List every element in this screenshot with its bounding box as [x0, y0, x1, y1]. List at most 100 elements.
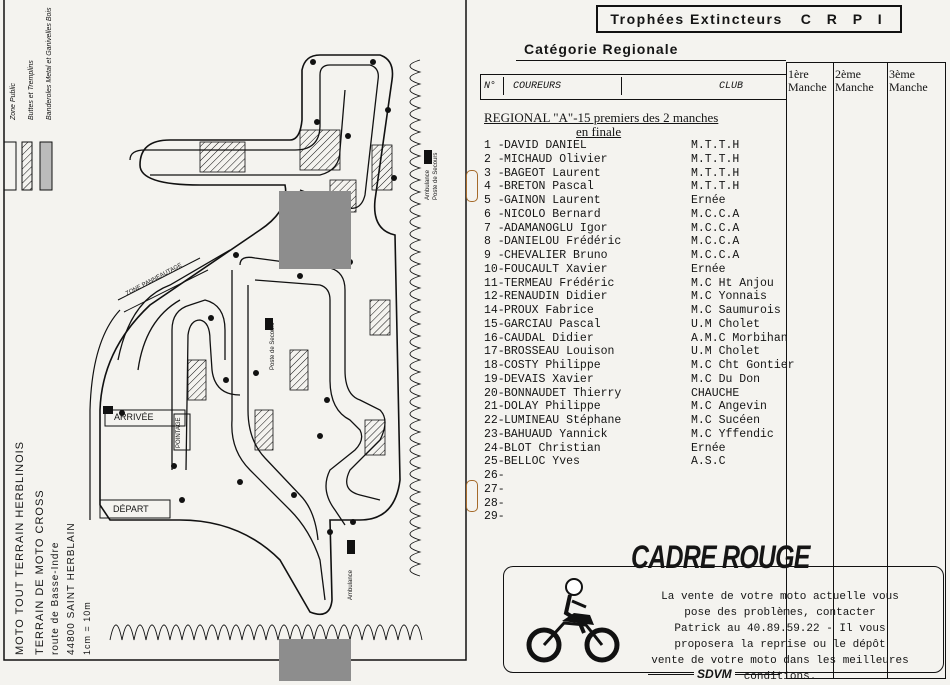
rider-name: CAUDAL Didier — [504, 331, 594, 345]
rider-club: M.T.T.H — [691, 139, 740, 152]
rider-name: DANIELOU Frédéric — [504, 235, 622, 249]
label-poste-secours-2: Poste de Secours — [433, 152, 439, 200]
rider-position: 16- — [484, 331, 505, 345]
motorbike-icon — [526, 578, 620, 663]
rider-name: TERMEAU Frédéric — [504, 276, 615, 290]
rider-row: 6 -NICOLO Bernard M.C.C.A — [484, 208, 804, 222]
rider-row: 20-BONNAUDET Thierry CHAUCHE — [484, 387, 804, 401]
rounds-grid: 1ère Manche 2ème Manche 3ème Manche — [786, 62, 946, 679]
rider-name: GARCIAU Pascal — [504, 317, 601, 331]
rider-name: BAHUAUD Yannick — [504, 427, 608, 441]
rider-name: ADAMANOGLU Igor — [504, 221, 608, 235]
rider-position: 22- — [484, 414, 505, 427]
rider-name: BROSSEAU Louison — [504, 345, 615, 359]
rider-position: 23- — [484, 427, 505, 441]
map-title-terrain: TERRAIN DE MOTO CROSS — [34, 489, 46, 655]
rider-row: 27- — [484, 483, 804, 497]
ad-body: La vente de votre moto actuelle vous pos… — [640, 589, 920, 685]
trophy-title: Trophées Extincteurs C R P I — [596, 5, 902, 33]
rider-name: DOLAY Philippe — [504, 400, 601, 414]
rider-name: NICOLO Bernard — [504, 207, 601, 221]
rider-row: 4 -BRETON Pascal M.T.T.H — [484, 180, 804, 194]
rider-club: M.C.C.A — [691, 221, 740, 235]
rider-position: 28- — [484, 496, 505, 510]
rider-position: 29- — [484, 510, 505, 524]
legend-zone-public: Zone Public — [10, 83, 17, 120]
rider-position: 7 - — [484, 221, 505, 235]
rider-row: 8 -DANIELOU Frédéric M.C.C.A — [484, 235, 804, 249]
rider-club: M.C Yonnais — [691, 290, 767, 304]
label-ambulance-2: Ambulance — [348, 569, 354, 600]
rider-position: 8 - — [484, 235, 505, 249]
rider-club: M.C Ht Anjou — [691, 276, 774, 290]
rider-name: BAGEOT Laurent — [504, 166, 601, 180]
rider-name: FOUCAULT Xavier — [504, 262, 608, 276]
round-2-header: 2ème Manche — [835, 67, 874, 94]
ad-line: proposera la reprise ou le dépôt — [674, 639, 886, 651]
section-line-1: REGIONAL "A"-15 premiers des 2 manches — [484, 110, 719, 125]
rider-row: 29- — [484, 510, 804, 524]
rider-position: 25- — [484, 455, 505, 469]
legend-buttes: Buttes et Tremplins — [28, 60, 35, 120]
rider-name: LUMINEAU Stéphane — [504, 414, 622, 427]
ad-title: CADRE ROUGE — [631, 539, 810, 575]
rider-name: BELLOC Yves — [504, 455, 580, 469]
rider-position: 27- — [484, 482, 505, 496]
rider-position: 11- — [484, 276, 505, 290]
round-1-header: 1ère Manche — [788, 67, 827, 94]
col-num: N° — [484, 81, 497, 92]
ad-line: vente de votre moto dans les meilleures — [651, 655, 909, 667]
rider-position: 4 - — [484, 180, 505, 194]
ad-signature: SDVM — [694, 667, 735, 681]
rider-club: CHAUCHE — [691, 386, 740, 400]
rider-club: M.C Cht Gontier — [691, 359, 795, 372]
rider-name: RENAUDIN Didier — [504, 290, 608, 304]
rider-club: M.C Saumurois — [691, 304, 781, 317]
rider-name: BLOT Christian — [504, 441, 601, 455]
rider-position: 3 - — [484, 166, 505, 180]
staple-mark — [466, 480, 478, 512]
rider-club: Ernée — [691, 194, 726, 207]
label-ambulance: Ambulance — [425, 169, 431, 200]
legend-banderoles: Banderoles Metal et Ganivelles Bois — [46, 7, 53, 120]
rider-name: BONNAUDET Thierry — [504, 386, 622, 400]
rider-name: GAINON Laurent — [504, 194, 601, 207]
rider-row: 5 -GAINON Laurent Ernée — [484, 194, 804, 208]
category-title: Catégorie Regionale — [524, 41, 679, 57]
ad-line: conditions. — [743, 671, 817, 683]
rider-row: 26- — [484, 469, 804, 483]
rider-position: 15- — [484, 317, 505, 331]
rider-position: 12- — [484, 290, 505, 304]
rider-position: 6 - — [484, 207, 505, 221]
ad-line: Patrick au 40.89.59.22 - Il vous — [674, 623, 886, 635]
rider-position: 9 - — [484, 249, 505, 262]
rider-club: M.C.C.A — [691, 207, 740, 221]
rider-row: 11-TERMEAU Frédéric M.C Ht Anjou — [484, 277, 804, 291]
redacted-block — [279, 639, 351, 681]
col-club: CLUB — [719, 81, 744, 92]
rider-position: 10- — [484, 262, 505, 276]
map-title-route: route de Basse-Indre — [50, 541, 61, 655]
rider-club: M.T.T.H — [691, 180, 740, 194]
rider-name: CHEVALIER Bruno — [504, 249, 608, 262]
rider-name: DEVAIS Xavier — [504, 372, 594, 386]
rider-position: 5 - — [484, 194, 505, 207]
ad-line: pose des problèmes, contacter — [684, 607, 876, 619]
rider-club: M.C Du Don — [691, 372, 761, 386]
rider-club: M.T.T.H — [691, 166, 740, 180]
rider-name: BRETON Pascal — [504, 180, 594, 194]
rider-club: M.C.C.A — [691, 235, 740, 249]
rider-position: 20- — [484, 386, 505, 400]
label-arrivee: ARRIVÉE — [114, 412, 154, 422]
redacted-block — [279, 191, 351, 269]
